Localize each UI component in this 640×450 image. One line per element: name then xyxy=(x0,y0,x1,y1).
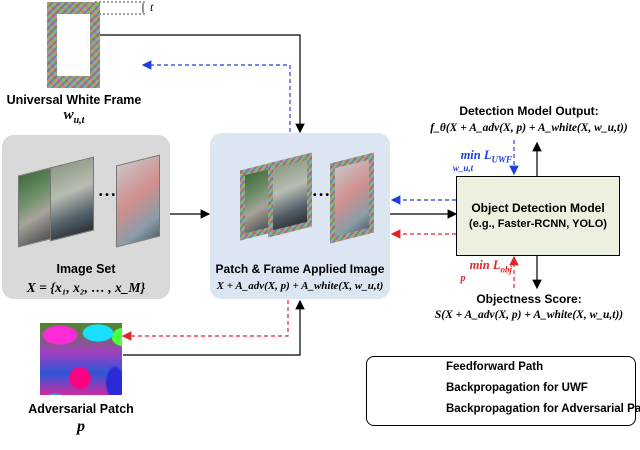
frame-title: Universal White Frame xyxy=(6,93,142,107)
frame-inner-white xyxy=(57,14,90,76)
frame-symbol-sub: u,t xyxy=(73,115,85,126)
image-set-card-m xyxy=(116,154,160,248)
applied-dots: • • • xyxy=(312,190,330,201)
adversarial-patch-symbol: p xyxy=(77,418,85,435)
t-dimension-lines xyxy=(95,1,146,15)
applied-card-m-image xyxy=(335,159,369,237)
t-label: t xyxy=(150,0,154,14)
min-uwf-text: min L xyxy=(460,148,492,162)
min-obj-under: p xyxy=(460,273,466,284)
objectness-formula: S(X + A_adv(X, p) + A_white(X, w_u,t)) xyxy=(434,309,624,321)
objectness-title: Objectness Score: xyxy=(476,292,582,306)
adversarial-patch-title: Adversarial Patch xyxy=(28,402,134,416)
uwf-backprop-arrow xyxy=(141,60,291,132)
min-obj-sub: obj xyxy=(500,264,512,275)
detection-output-formula: f_θ(X + A_adv(X, p) + A_white(X, w_u,t)) xyxy=(430,122,628,134)
min-obj-label: min Lobj xyxy=(446,258,512,275)
detection-output-title: Detection Model Output: xyxy=(459,104,599,118)
patch-backprop-arrow xyxy=(121,300,289,341)
legend-feedforward-label: Feedforward Path xyxy=(446,361,544,373)
image-set-card-2 xyxy=(50,156,94,242)
frame-symbol: wu,t xyxy=(0,107,148,126)
universal-white-frame-image xyxy=(47,2,100,88)
min-uwf-sub: UWF xyxy=(491,154,512,165)
applied-card-2-image xyxy=(273,159,307,231)
image-set-dots: • • • xyxy=(98,190,116,201)
detector-line1: Object Detection Model xyxy=(471,201,605,215)
adversarial-patch-image xyxy=(40,323,122,395)
min-uwf-label: min LUWF xyxy=(446,148,512,165)
object-detection-model-box: Object Detection Model (e.g., Faster-RCN… xyxy=(456,176,620,256)
min-obj-text: min L xyxy=(469,258,501,272)
image-set-formula: X = {x₁, x₂, … , x_M} xyxy=(26,280,146,295)
legend-patch-label: Backpropagation for Adversarial Patch xyxy=(446,403,640,415)
detector-line2: (e.g., Faster-RCNN, YOLO) xyxy=(469,218,607,230)
applied-title: Patch & Frame Applied Image xyxy=(215,262,385,276)
applied-formula: X + A_adv(X, p) + A_white(X, w_u,t) xyxy=(216,280,384,292)
applied-card-m xyxy=(330,152,374,244)
frame-symbol-main: w xyxy=(63,107,74,123)
image-set-title: Image Set xyxy=(56,262,116,276)
patch-to-applied-arrow xyxy=(123,299,305,356)
legend-box xyxy=(366,356,636,426)
min-uwf-under: w_u,t xyxy=(452,163,474,173)
frame-to-applied-arrow xyxy=(100,34,305,134)
legend-uwf-label: Backpropagation for UWF xyxy=(446,382,588,394)
